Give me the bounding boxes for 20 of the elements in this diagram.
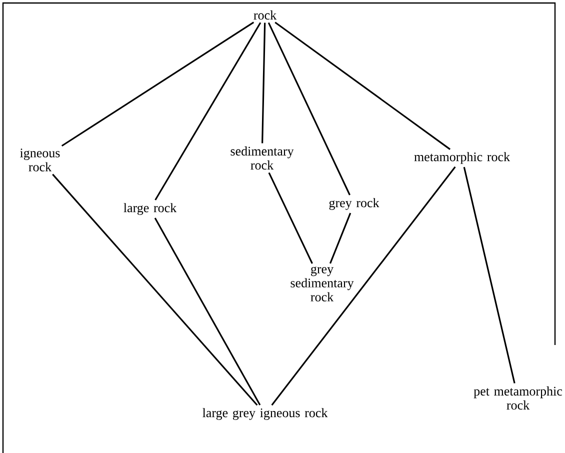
node-label: metamorphic rock xyxy=(414,152,510,164)
node-label: large rock xyxy=(124,203,177,215)
connector-line xyxy=(154,22,262,200)
connector-line xyxy=(268,22,350,196)
connector-line xyxy=(463,166,516,384)
node-label: pet metamorphic rock xyxy=(474,386,562,410)
connector-line xyxy=(329,212,352,264)
node-label: large grey igneous rock xyxy=(202,408,328,420)
connector-line xyxy=(274,22,451,150)
node-label: igneous rock xyxy=(20,148,60,172)
connector-line xyxy=(61,22,254,147)
connector-line xyxy=(268,172,313,264)
connector-line xyxy=(271,166,456,406)
node-label: sedimentary rock xyxy=(230,146,294,170)
connector-line xyxy=(262,22,266,144)
connector-line xyxy=(154,218,261,406)
node-label: grey rock xyxy=(329,198,380,210)
node-label: rock xyxy=(254,10,277,20)
node-label: grey sedimentary rock xyxy=(290,266,354,302)
connector-line xyxy=(52,174,258,406)
